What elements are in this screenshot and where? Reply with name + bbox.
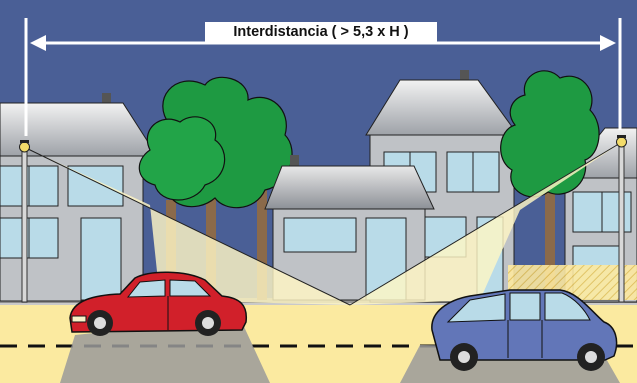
blue-van [431,289,618,371]
red-car [69,271,248,336]
left-street-lamp [19,140,30,303]
dimension-arrow [24,18,622,136]
tree-group-left [138,76,293,300]
light-beams [25,141,637,306]
right-street-lamp [616,135,627,303]
interdistance-label: Interdistancia ( > 5,3 x H ) [205,22,437,42]
tree-right [500,70,600,300]
red-car-shadow [60,318,270,383]
